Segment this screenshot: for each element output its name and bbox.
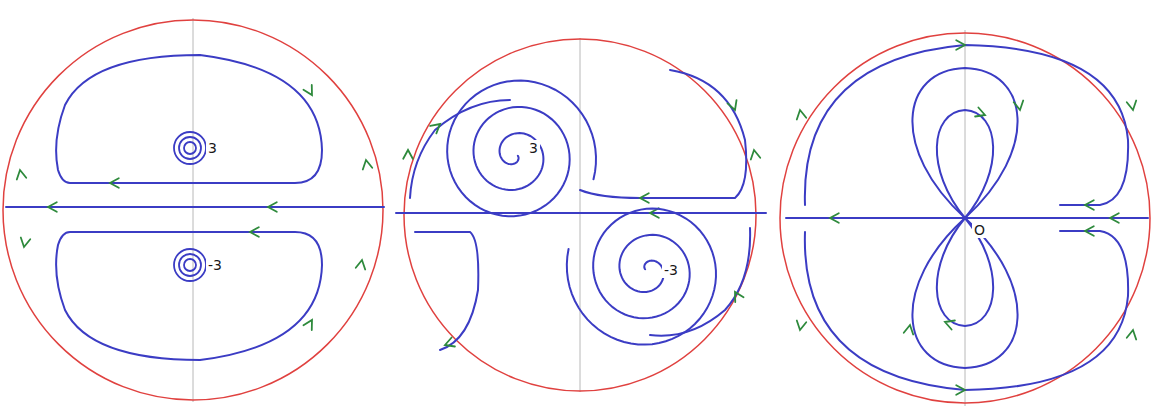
point-label: -3	[206, 257, 224, 273]
closed-orbit	[184, 142, 196, 154]
spiral-orbit	[447, 81, 596, 217]
direction-arrow	[110, 178, 119, 188]
direction-arrow	[250, 227, 259, 237]
closed-orbit	[184, 259, 196, 271]
direction-arrow	[975, 107, 985, 116]
direction-arrow	[303, 320, 312, 330]
homoclinic-orbit	[912, 218, 1017, 368]
direction-arrow	[48, 202, 57, 212]
direction-arrow	[445, 337, 455, 346]
direction-arrow	[1014, 101, 1023, 110]
direction-arrow	[751, 150, 760, 159]
direction-arrow	[640, 193, 649, 203]
direction-arrow	[1085, 226, 1094, 236]
closed-orbit	[179, 254, 201, 276]
closed-orbit	[174, 249, 206, 281]
direction-arrow	[797, 321, 806, 330]
orbit	[937, 218, 993, 326]
direction-arrow	[956, 40, 965, 50]
homoclinic-orbit	[912, 68, 1017, 218]
direction-arrow	[17, 170, 26, 179]
boundary-circle	[404, 39, 756, 391]
boundary-circle	[3, 20, 383, 400]
axis	[580, 38, 581, 392]
direction-arrow	[1110, 213, 1119, 223]
point-label: 3	[527, 140, 540, 156]
direction-arrow	[797, 110, 806, 119]
orbit	[410, 100, 510, 198]
direction-arrow	[303, 85, 312, 95]
direction-arrow	[430, 124, 440, 133]
direction-arrow	[1127, 330, 1136, 339]
axis-orbit	[396, 212, 766, 214]
direction-arrow	[268, 202, 277, 212]
direction-arrow	[830, 213, 839, 223]
orbit	[650, 228, 750, 336]
orbit	[805, 45, 1128, 205]
orbit	[415, 232, 478, 350]
orbit	[580, 70, 746, 198]
orbit	[805, 231, 1128, 390]
direction-arrow	[363, 160, 372, 169]
direction-arrow	[956, 385, 965, 395]
direction-arrow	[21, 238, 30, 247]
direction-arrow	[356, 260, 365, 269]
boundary-circle	[780, 33, 1150, 403]
closed-orbit	[56, 55, 322, 183]
direction-arrow	[1085, 200, 1094, 210]
closed-orbit	[174, 132, 206, 164]
direction-arrow	[727, 100, 736, 110]
direction-arrow	[904, 325, 913, 334]
spiral-orbit	[567, 209, 716, 345]
axis	[193, 18, 194, 402]
point-label: 3	[206, 140, 219, 156]
direction-arrow	[1127, 101, 1136, 110]
orbit	[937, 110, 993, 218]
closed-orbit	[179, 137, 201, 159]
point-label: O	[972, 222, 987, 238]
direction-arrow	[945, 320, 955, 329]
closed-orbit	[56, 232, 322, 360]
direction-arrow	[403, 150, 413, 159]
axis-orbit	[6, 206, 384, 208]
direction-arrow	[735, 292, 744, 302]
point-label: -3	[662, 262, 680, 278]
